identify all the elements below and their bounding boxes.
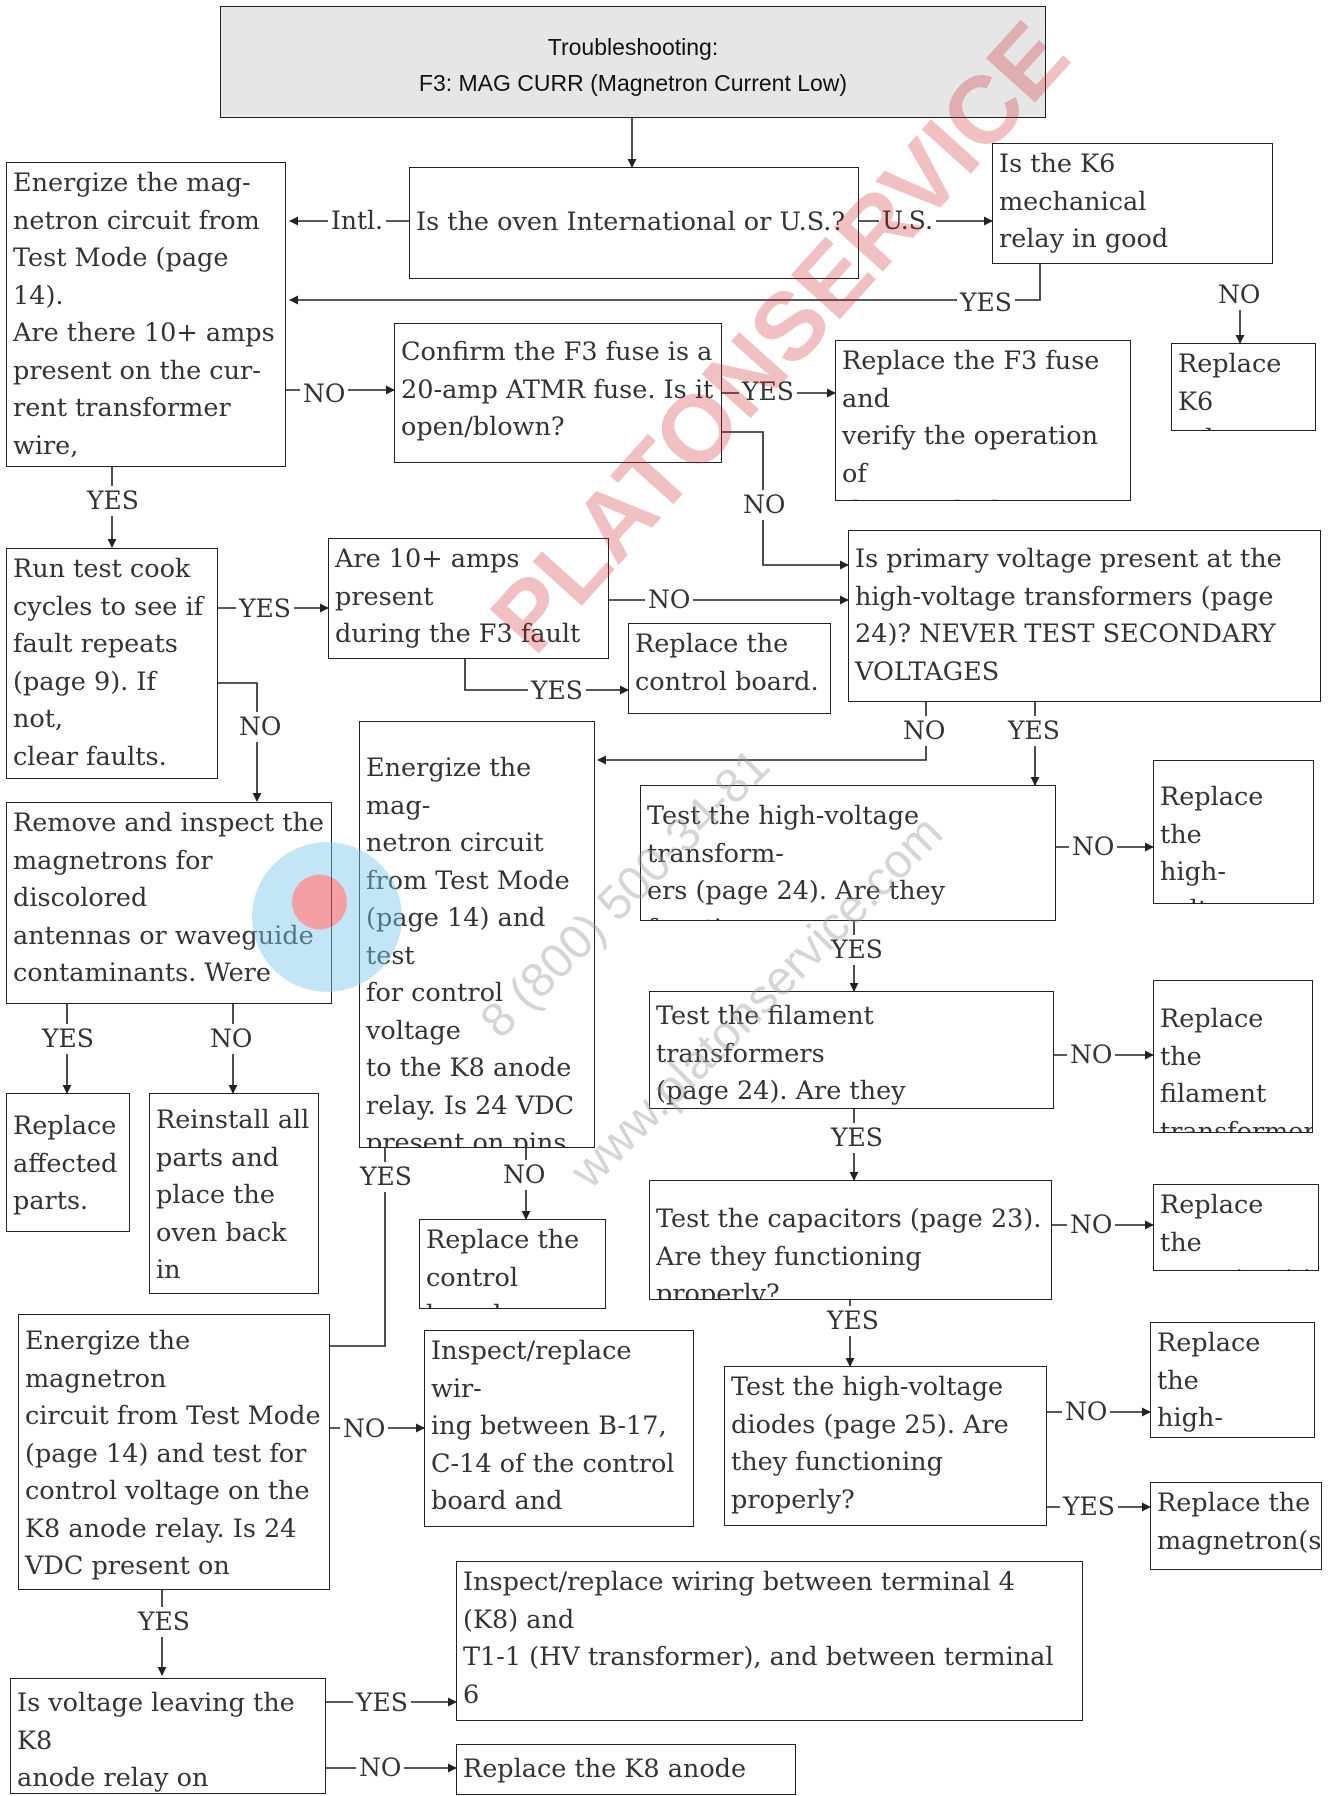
node-replace-filament: Replace the filament transformers. bbox=[1153, 980, 1313, 1133]
label-k6-no: NO bbox=[1215, 280, 1264, 310]
label-diodes-yes: YES bbox=[1060, 1492, 1118, 1522]
label-intl: Intl. bbox=[328, 206, 386, 236]
chart-title-box: Troubleshooting: F3: MAG CURR (Magnetron… bbox=[220, 6, 1046, 118]
title-line-2: F3: MAG CURR (Magnetron Current Low) bbox=[418, 70, 848, 96]
node-replace-fuse: Replace the F3 fuse and verify the opera… bbox=[835, 340, 1131, 501]
node-replace-k8: Replace the K8 anode relay. bbox=[456, 1744, 796, 1795]
label-filament-no: NO bbox=[1067, 1040, 1116, 1070]
node-replace-capacitors: Replace the capacitor(s). bbox=[1153, 1184, 1319, 1271]
label-energize-yes: YES bbox=[84, 486, 142, 516]
node-replace-hv-transformers: Replace the high-voltage transformers. bbox=[1153, 760, 1314, 904]
node-inspect-wiring-1: Inspect/replace wir- ing between B-17, C… bbox=[424, 1330, 694, 1527]
title-line-1: Troubleshooting: bbox=[547, 34, 719, 60]
label-voltage-no: NO bbox=[356, 1753, 405, 1783]
node-replace-board-1: Replace the control board. bbox=[628, 623, 831, 714]
label-amps-yes: YES bbox=[528, 676, 586, 706]
label-inspect-yes: YES bbox=[39, 1024, 97, 1054]
node-inspect-wiring-2: Inspect/replace wiring between terminal … bbox=[456, 1561, 1083, 1721]
label-fuse-no: NO bbox=[740, 490, 789, 520]
node-run-test-cook: Run test cook cycles to see if fault rep… bbox=[6, 548, 218, 779]
node-test-filament: Test the filament transformers (page 24)… bbox=[649, 991, 1054, 1109]
label-cook-no: NO bbox=[236, 712, 285, 742]
label-primary-no: NO bbox=[900, 716, 949, 746]
label-hv-yes: YES bbox=[828, 935, 886, 965]
node-confirm-fuse: Confirm the F3 fuse is a 20-amp ATMR fus… bbox=[394, 323, 722, 463]
label-inspect-no: NO bbox=[207, 1024, 256, 1054]
label-us: U.S. bbox=[879, 206, 936, 236]
label-capacitors-no: NO bbox=[1067, 1210, 1116, 1240]
label-fuse-yes: YES bbox=[739, 377, 797, 407]
node-voltage-leaving: Is voltage leaving the K8 anode relay on… bbox=[10, 1678, 326, 1794]
node-test-diodes: Test the high-voltage diodes (page 25). … bbox=[724, 1366, 1047, 1526]
label-voltage-yes: YES bbox=[353, 1688, 411, 1718]
node-replace-k6: Replace K6 relay. bbox=[1171, 343, 1316, 431]
label-k6-yes: YES bbox=[957, 288, 1015, 318]
label-terminals-no: NO bbox=[340, 1414, 389, 1444]
label-filament-yes: YES bbox=[828, 1123, 886, 1153]
node-energize-terminals: Energize the magnetron circuit from Test… bbox=[18, 1314, 330, 1590]
node-energize-magnetron: Energize the mag- netron circuit from Te… bbox=[6, 162, 286, 467]
node-oven-type: Is the oven International or U.S.? bbox=[409, 167, 859, 279]
label-control-no: NO bbox=[500, 1160, 549, 1190]
label-amps-no: NO bbox=[645, 585, 694, 615]
node-test-capacitors: Test the capacitors (page 23). Are they … bbox=[649, 1180, 1052, 1300]
label-hv-no: NO bbox=[1069, 832, 1118, 862]
node-primary-voltage: Is primary voltage present at the high-v… bbox=[848, 530, 1321, 702]
label-primary-yes: YES bbox=[1005, 716, 1063, 746]
node-replace-board-2: Replace the control board. bbox=[419, 1219, 606, 1309]
node-replace-affected: Replace affected parts. bbox=[6, 1093, 130, 1232]
label-diodes-no: NO bbox=[1062, 1397, 1111, 1427]
label-capacitors-yes: YES bbox=[824, 1306, 882, 1336]
label-control-yes: YES bbox=[357, 1162, 415, 1192]
label-cook-yes: YES bbox=[236, 594, 294, 624]
node-energize-control: Energize the mag- netron circuit from Te… bbox=[359, 721, 595, 1148]
label-terminals-yes: YES bbox=[135, 1607, 193, 1637]
node-test-hv-transformers: Test the high-voltage transform- ers (pa… bbox=[640, 785, 1056, 921]
node-reinstall-parts: Reinstall all parts and place the oven b… bbox=[149, 1093, 319, 1294]
label-energize-no: NO bbox=[300, 379, 349, 409]
node-k6-relay: Is the K6 mechanical relay in good worki… bbox=[992, 143, 1273, 264]
node-remove-inspect: Remove and inspect the magnetrons for di… bbox=[6, 802, 332, 1004]
node-replace-diodes: Replace the high-voltage diode(s). bbox=[1150, 1322, 1315, 1438]
node-amps-fault: Are 10+ amps present during the F3 fault… bbox=[328, 538, 609, 659]
node-replace-magnetrons: Replace the magnetron(s). bbox=[1150, 1482, 1322, 1570]
